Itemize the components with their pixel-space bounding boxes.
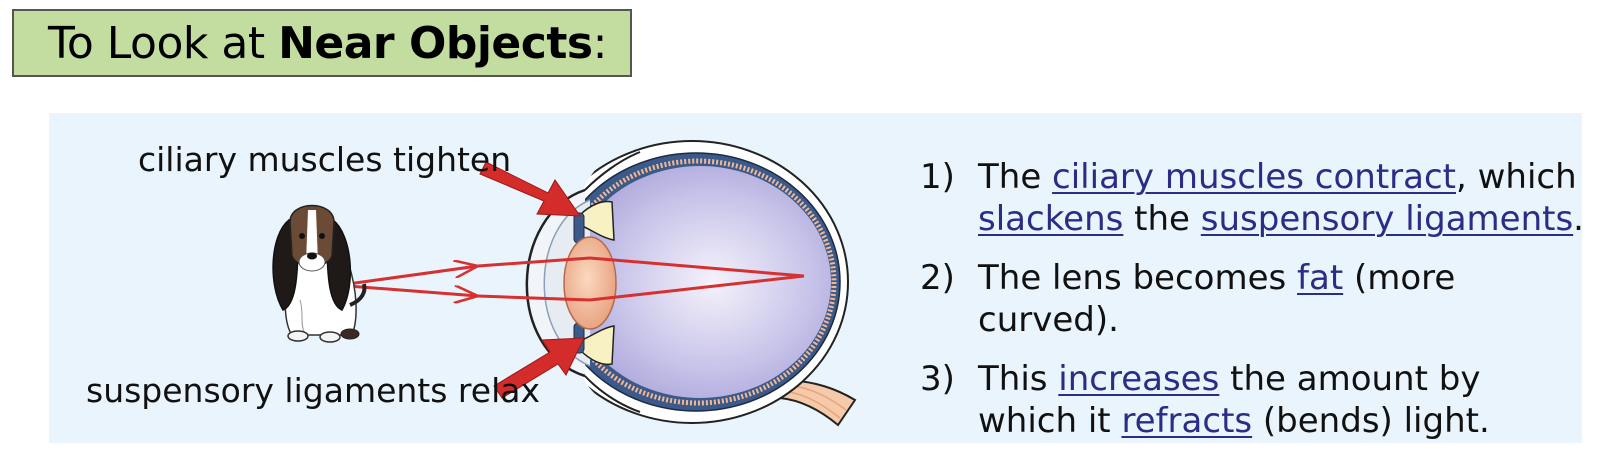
lens [563, 236, 617, 330]
list-item: 1) The ciliary muscles contract, which s… [920, 156, 1590, 240]
title-normal: To Look at [48, 17, 265, 69]
item-text: The lens becomes fat (more curved). [978, 257, 1590, 341]
arrow-suspensory-ligaments [493, 337, 585, 399]
text-segment: . [1573, 199, 1584, 239]
optic-nerve [778, 378, 857, 427]
slide-title: To Look at Near Objects: [12, 9, 632, 77]
title-bold: Near Objects [278, 17, 593, 69]
item-text: The ciliary muscles contract, which slac… [978, 156, 1590, 240]
ciliary-body-top [579, 200, 615, 241]
arrow-ciliary-muscles [479, 161, 581, 217]
label-ciliary-muscles: ciliary muscles tighten [138, 140, 512, 179]
text-segment: , which [1456, 157, 1577, 197]
text-segment: the [1123, 199, 1201, 239]
text-segment: The lens becomes [978, 258, 1298, 298]
text-segment: (bends) light. [1252, 401, 1490, 441]
keyword: refracts [1121, 401, 1253, 441]
item-number: 1) [920, 157, 955, 197]
text-segment: (more curved). [978, 258, 1456, 340]
ciliary-body-bottom [579, 325, 615, 366]
keyword: suspensory ligaments [1200, 199, 1574, 239]
retina [559, 158, 837, 406]
keyword: fat [1297, 258, 1344, 298]
puppy-image [272, 204, 367, 343]
text-segment: The [978, 157, 1053, 197]
item-number: 2) [920, 258, 955, 298]
explanation-list: 1) The ciliary muscles contract, which s… [920, 156, 1590, 459]
keyword: slackens [978, 199, 1124, 239]
text-segment: This [978, 359, 1059, 399]
text-segment: the amount by which it [978, 359, 1481, 441]
vitreous-body [569, 166, 831, 398]
title-suffix: : [592, 17, 608, 69]
label-suspensory-ligaments: suspensory ligaments relax [86, 371, 540, 410]
item-text: This increases the amount by which it re… [978, 358, 1590, 442]
item-number: 3) [920, 359, 955, 399]
keyword: increases [1058, 359, 1220, 399]
keyword: ciliary muscles contract [1052, 157, 1456, 197]
list-item: 3) This increases the amount by which it… [920, 358, 1590, 442]
light-rays [347, 256, 805, 300]
list-item: 2) The lens becomes fat (more curved). [920, 257, 1590, 341]
